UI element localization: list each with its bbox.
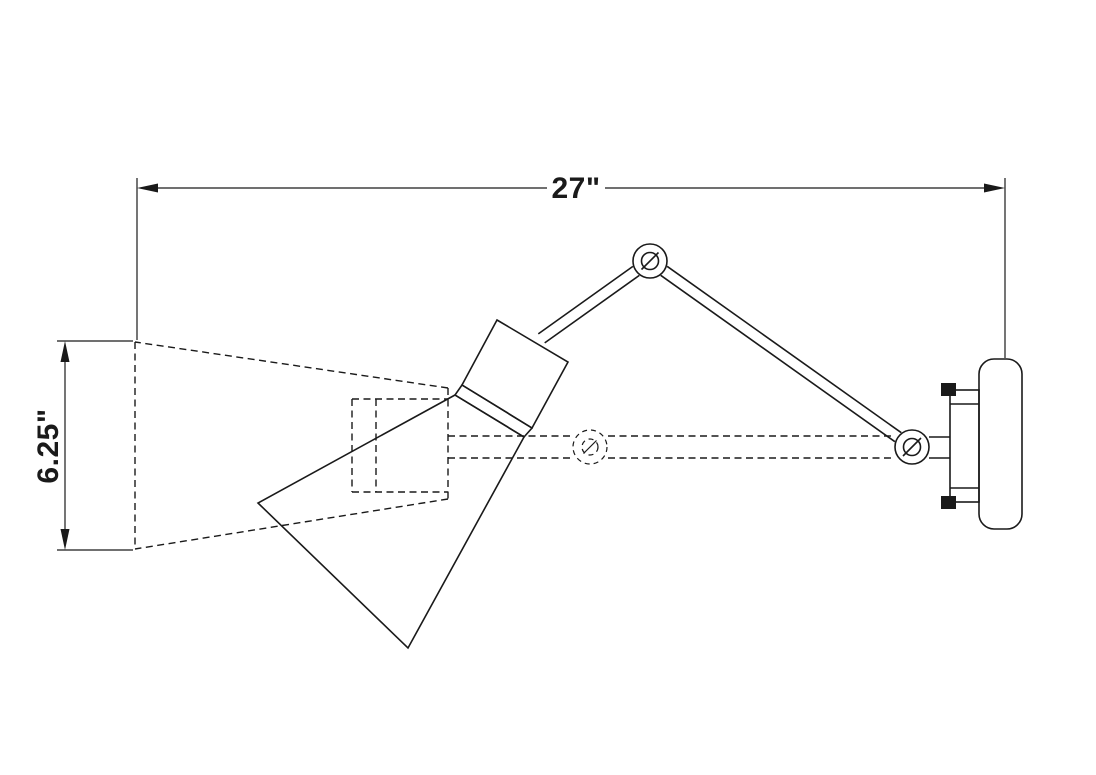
- wall-plate: [978, 358, 1023, 530]
- arrow-up-icon: [60, 341, 70, 362]
- lamp-shade: [256, 318, 570, 650]
- height-dimension-label: 6.25": [32, 408, 65, 483]
- arm-alt-position: [448, 429, 895, 465]
- upper-arm-edge-top: [537, 265, 634, 335]
- elbow-knuckle: [632, 243, 668, 279]
- wall-pivot-screw-icon: [902, 437, 922, 457]
- set-screw-bottom-icon: [941, 496, 956, 509]
- elbow-joint: [632, 243, 668, 279]
- wall-pivot-screw-slot: [902, 437, 922, 457]
- wall-pivot-joint: [894, 429, 950, 465]
- upper-arm-segment: [537, 265, 640, 344]
- alt-elbow-knuckle: [572, 429, 608, 465]
- lower-arm-edge-top: [666, 265, 902, 434]
- height-dimension: 6.25": [32, 340, 133, 551]
- set-screw-top-icon: [941, 383, 956, 396]
- collar-body: [949, 389, 980, 503]
- alt-shade-cone-bottom: [134, 498, 449, 550]
- lower-arm-edge-bottom: [660, 274, 896, 443]
- shade-socket: [460, 318, 570, 430]
- wall-plate-body: [978, 358, 1023, 530]
- mounting-collar: [941, 383, 980, 509]
- upper-arm-edge-bottom: [544, 274, 640, 344]
- shade-neck-band: [453, 383, 534, 439]
- width-dimension: 27": [136, 172, 1006, 358]
- wall-pivot-knuckle: [894, 429, 930, 465]
- alt-elbow-screw-slot: [583, 440, 597, 454]
- arrow-left-icon: [137, 183, 158, 193]
- shade-cone: [256, 394, 526, 650]
- shade-alt-position: [134, 341, 449, 550]
- elbow-screw-slot: [640, 251, 660, 271]
- lower-arm-segment: [660, 265, 902, 443]
- alt-shade-cone-top: [134, 341, 449, 389]
- alt-elbow-screw-icon: [581, 438, 599, 456]
- arrow-down-icon: [60, 529, 70, 550]
- arrow-right-icon: [984, 183, 1005, 193]
- width-dimension-label: 27": [551, 172, 600, 205]
- elbow-screw-icon: [640, 251, 660, 271]
